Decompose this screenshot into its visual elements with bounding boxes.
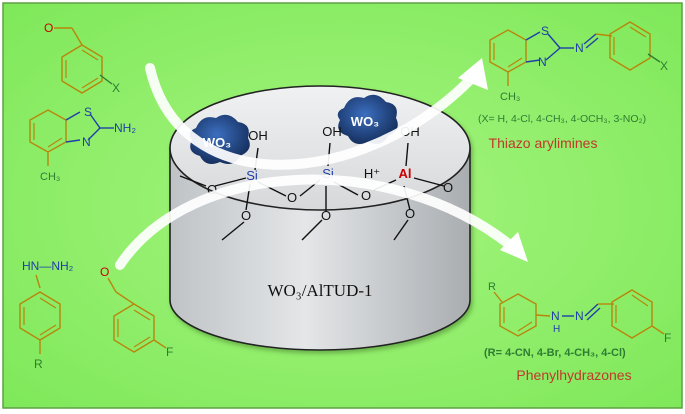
aminobenzothiazole-structure: S N NH₂ CH₃ xyxy=(29,105,136,183)
fluorobenzaldehyde-structure: O F xyxy=(100,265,173,359)
hydrazone-f-label: F xyxy=(664,331,671,345)
amine-ring-n: N xyxy=(82,135,91,149)
hydrazone-substituents: (R= 4-CN, 4-Br, 4-CH₃, 4-Cl) xyxy=(484,347,626,359)
o-label-4: O xyxy=(443,180,453,195)
hydrazone-r-label: R xyxy=(488,281,496,293)
hydrazone-n-label: N xyxy=(575,309,584,323)
thiazo-product-name: Thiazo arylimines xyxy=(489,135,598,151)
product-methyl-label: CH₃ xyxy=(500,91,520,103)
product-ring-n: N xyxy=(538,55,547,69)
h-plus-label: H⁺ xyxy=(364,166,380,181)
amine-ring-s: S xyxy=(84,105,92,119)
amine-methyl-label: CH₃ xyxy=(40,171,60,183)
o-label-5: O xyxy=(241,208,251,223)
product-x-label: X xyxy=(660,59,668,73)
aldehyde-o-label: O xyxy=(44,21,53,35)
amine-nh2-label: NH₂ xyxy=(114,121,136,135)
hydrazone-h-label: H xyxy=(553,324,560,335)
arrow-bottom-path xyxy=(115,174,528,270)
thiazo-substituents: (X= H, 4-Cl, 4-CH₃, 4-OCH₃, 3-NO₂) xyxy=(478,113,646,125)
oh-label-1: OH xyxy=(248,128,268,143)
hydrazine-r-label: R xyxy=(34,357,43,371)
o-label-2: O xyxy=(287,190,297,205)
phenylhydrazine-structure: HN—NH₂ R xyxy=(19,259,74,371)
catalyst-label: WO₃/AlTUD-1 xyxy=(267,281,372,300)
arrow-bottom-head xyxy=(500,232,528,262)
phenylhydrazone-structure: R N H N F (R= 4-CN, 4-Br, 4-CH₃, 4-Cl) P… xyxy=(484,281,671,383)
thiazo-arylimine-structure: S N N X CH₃ (X= H, 4-Cl, 4-CH₃, 4-OCH₃, … xyxy=(478,21,668,151)
o-label-3: O xyxy=(361,188,371,203)
o-label-7: O xyxy=(405,206,415,221)
hydrazone-product-name: Phenylhydrazones xyxy=(516,367,631,383)
imine-n-label: N xyxy=(575,41,584,55)
fluoro-aldehyde-o: O xyxy=(100,265,109,279)
hydrazine-group-label: HN—NH₂ xyxy=(22,259,74,273)
o-label-6: O xyxy=(321,208,331,223)
hydrazone-nh-label: N xyxy=(551,309,560,323)
arrow-top-path xyxy=(145,58,488,170)
si-label-2: Si xyxy=(322,166,334,181)
arrow-top-head xyxy=(458,58,488,90)
si-label-1: Si xyxy=(246,168,258,183)
benzaldehyde-x-structure: O X xyxy=(44,21,120,95)
al-label: Al xyxy=(399,166,412,181)
product-ring-s: S xyxy=(541,24,549,38)
fluoro-f-label: F xyxy=(166,345,173,359)
o-label-1: O xyxy=(207,182,217,197)
aldehyde-x-label: X xyxy=(112,81,120,95)
oh-label-2: OH xyxy=(322,124,342,139)
wo3-badge-right: WO₃ xyxy=(351,114,379,129)
wo3-cluster-right: WO₃ xyxy=(337,94,398,144)
